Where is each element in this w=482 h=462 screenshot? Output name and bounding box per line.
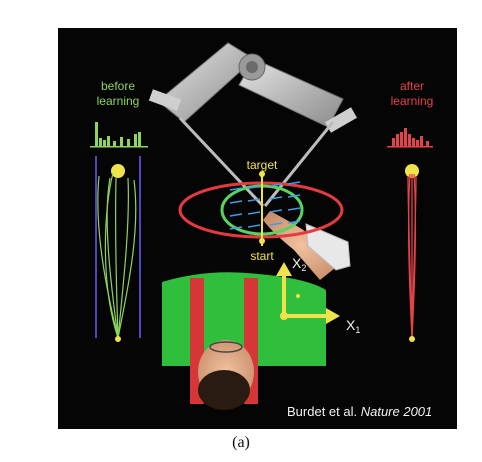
axis-y-subscript: 2 [301, 263, 306, 273]
after-target-dot [405, 164, 419, 178]
after-histogram [387, 128, 433, 148]
reach-workspace: target start [178, 158, 344, 263]
target-label: target [247, 158, 278, 172]
citation: Burdet et al. Nature 2001 [287, 404, 432, 419]
figure-caption: (a) [232, 434, 250, 451]
svg-text:X1: X1 [346, 317, 360, 335]
coordinate-axes: X2 X1 [276, 255, 360, 335]
after-trajectories [407, 173, 417, 339]
subject-figure [162, 211, 351, 410]
force-field-arrows [229, 181, 301, 230]
before-label-line2: learning [97, 94, 140, 108]
axis-x-subscript: 1 [355, 325, 360, 335]
before-target-dot [111, 164, 125, 178]
axis-y-label: X [292, 255, 302, 271]
citation-authors: Burdet et al. [287, 404, 361, 419]
before-label-line1: before [101, 79, 135, 93]
start-label: start [250, 249, 274, 263]
start-marker [259, 238, 265, 244]
figure-illustration: target start X2 X1 before learning [90, 42, 433, 419]
after-label-line1: after [400, 79, 424, 93]
figure-panel: target start X2 X1 before learning [58, 28, 457, 429]
before-histogram [90, 122, 148, 148]
citation-journal: Nature 2001 [361, 404, 433, 419]
after-label-line2: learning [391, 94, 434, 108]
axis-x-label: X [346, 317, 356, 333]
before-trajectories [97, 172, 137, 339]
svg-text:X2: X2 [292, 255, 306, 273]
before-learning-panel: before learning [90, 79, 148, 342]
after-learning-panel: after learning [387, 79, 433, 342]
target-marker [259, 171, 265, 177]
robot-manipulandum [148, 42, 357, 208]
